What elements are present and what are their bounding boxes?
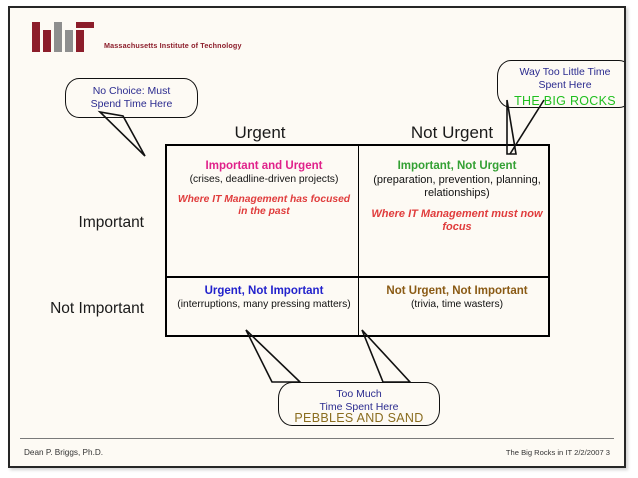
eisenhower-matrix bbox=[165, 144, 550, 337]
callout-line-1: Too Much bbox=[336, 388, 382, 400]
mit-logo-subtitle: Massachusetts Institute of Technology bbox=[104, 41, 242, 50]
callout-line-1: No Choice: Must bbox=[92, 85, 171, 97]
footer-meta: The Big Rocks in IT 2/2/2007 3 bbox=[505, 448, 610, 457]
quadrant-title: Urgent, Not Important bbox=[204, 285, 324, 297]
callout-no-choice: No Choice: Must Spend Time Here bbox=[65, 78, 198, 118]
quadrant-important-not-urgent: Important, Not Urgent (preparation, prev… bbox=[361, 160, 553, 234]
matrix-vertical-divider bbox=[357, 146, 360, 335]
callout-emphasis-big-rocks: THE BIG ROCKS bbox=[514, 94, 616, 108]
callout-emphasis-pebbles-and-sand: PEBBLES AND SAND bbox=[294, 411, 424, 425]
callout-way-too-little-time: Way Too Little Time Spent Here bbox=[497, 60, 624, 108]
matrix-horizontal-divider bbox=[167, 276, 548, 278]
quadrant-not-urgent-not-important: Not Urgent, Not Important (trivia, time … bbox=[361, 285, 553, 312]
row-header-important: Important bbox=[78, 214, 144, 231]
callout-too-much-time: Too Much Time Spent Here bbox=[278, 382, 440, 426]
quadrant-subtitle: (trivia, time wasters) bbox=[410, 299, 504, 311]
slide-canvas: Massachusetts Institute of Technology Ur… bbox=[8, 6, 626, 468]
quadrant-note: Where IT Management must now focus bbox=[371, 207, 543, 233]
column-header-not-urgent: Not Urgent bbox=[410, 123, 494, 142]
quadrant-urgent-not-important: Urgent, Not Important (interruptions, ma… bbox=[169, 285, 359, 312]
mit-wordmark-icon bbox=[32, 22, 94, 52]
footer-divider bbox=[20, 438, 614, 440]
footer-author: Dean P. Briggs, Ph.D. bbox=[24, 448, 104, 457]
quadrant-subtitle: (crises, deadline-driven projects) bbox=[189, 174, 339, 186]
quadrant-title: Not Urgent, Not Important bbox=[386, 285, 528, 297]
quadrant-title: Important, Not Urgent bbox=[397, 160, 517, 172]
quadrant-note: Where IT Management has focused in the p… bbox=[177, 193, 351, 217]
row-header-not-important: Not Important bbox=[50, 300, 144, 317]
callout-line-2: Spend Time Here bbox=[90, 98, 173, 111]
quadrant-important-and-urgent: Important and Urgent (crises, deadline-d… bbox=[169, 160, 359, 218]
quadrant-title: Important and Urgent bbox=[205, 160, 323, 172]
column-header-urgent: Urgent bbox=[234, 123, 286, 142]
quadrant-subtitle: (interruptions, many pressing matters) bbox=[177, 299, 351, 311]
mit-logo: Massachusetts Institute of Technology bbox=[24, 18, 284, 60]
callout-line-1: Way Too Little Time bbox=[519, 66, 611, 78]
callout-line-2: Spent Here bbox=[538, 79, 592, 92]
callout-line-2: Time Spent Here bbox=[319, 401, 399, 414]
quadrant-subtitle: (preparation, prevention, planning, rela… bbox=[373, 174, 541, 200]
